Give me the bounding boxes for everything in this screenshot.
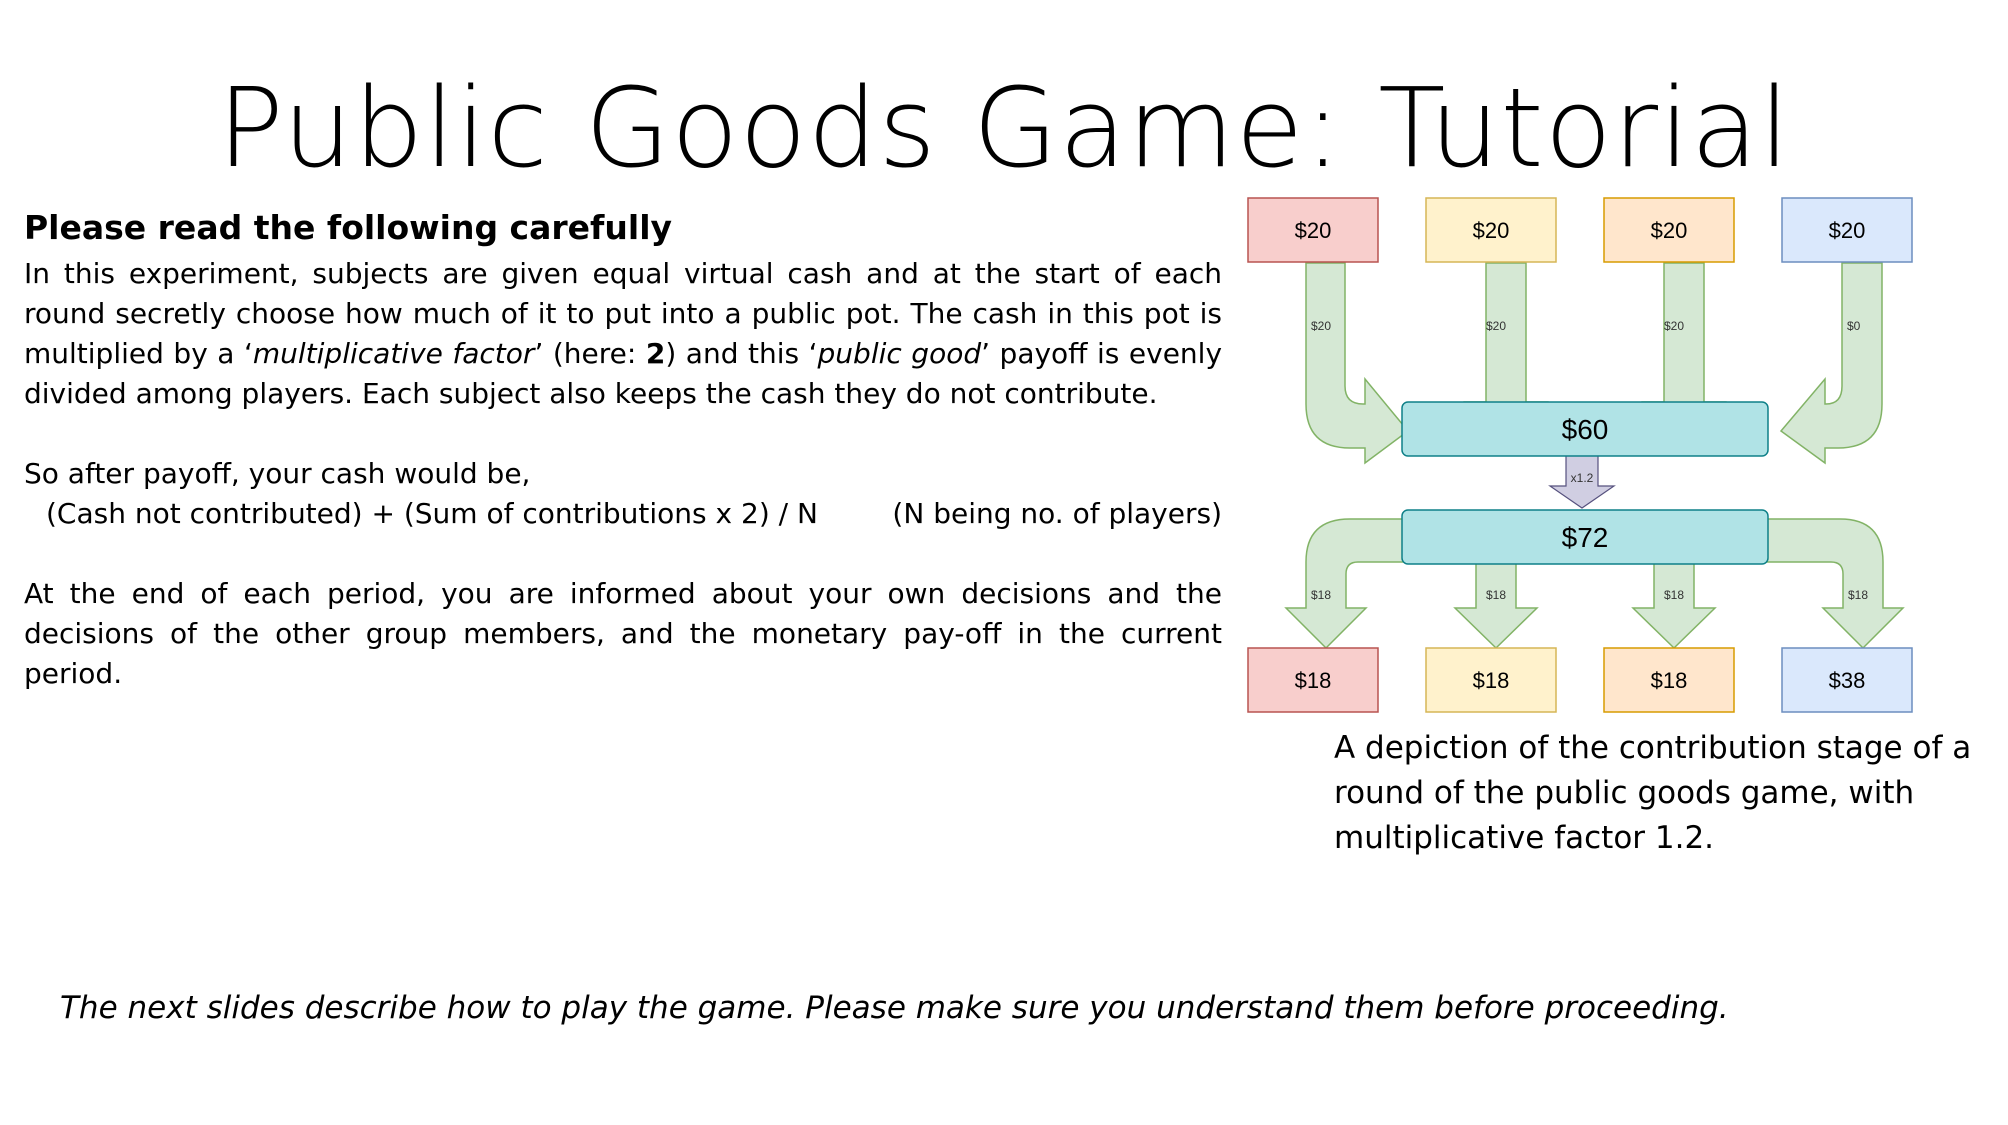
period-info-paragraph: At the end of each period, you are infor… [24,577,1222,690]
contribution-diagram: x1.2 $60 $72 $20 $20 $20 $0 $18 $18 $18 … [1247,197,1913,713]
explanation-paragraph: In this experiment, subjects are given e… [24,254,1222,414]
player-1-start-box [1247,197,1379,263]
term-multiplicative-factor: multiplicative factor [252,337,535,370]
instructions-heading: Please read the following carefully [24,208,673,247]
pot-total-box [1401,401,1769,457]
explanation-part-2: ’ (here: [534,337,646,370]
player-4-start-box [1781,197,1913,263]
player-2-end-box [1425,647,1557,713]
player-2-start-box [1425,197,1557,263]
player-2-end-value: $18 [1473,668,1510,693]
player-3-start-value: $20 [1651,218,1688,243]
pot-multiplied-box [1401,509,1769,565]
share-arrow-1 [1284,518,1411,650]
player-1-start-value: $20 [1295,218,1332,243]
player-3-end-box [1603,647,1735,713]
player-4-end-box [1781,647,1913,713]
pot-multiplied-value: $72 [1562,522,1609,553]
contribution-label-3: $20 [1664,319,1684,333]
player-1-end-value: $18 [1295,668,1332,693]
slide-title: Public Goods Game: Tutorial [217,64,1791,192]
contribution-arrow-4 [1779,262,1883,465]
footer-note: The next slides describe how to play the… [60,990,1729,1026]
term-public-good: public good [817,337,982,370]
share-label-1: $18 [1311,588,1331,602]
pot-total-value: $60 [1562,414,1609,445]
payoff-intro: So after payoff, your cash would be, [24,457,531,490]
player-3-end-value: $18 [1651,668,1688,693]
contribution-label-1: $20 [1311,319,1331,333]
player-4-start-value: $20 [1829,218,1866,243]
share-label-3: $18 [1664,588,1684,602]
player-2-start-value: $20 [1473,218,1510,243]
explanation-part-1: In this experiment, subjects are given e… [24,257,1222,370]
contribution-label-4: $0 [1847,319,1861,333]
share-label-2: $18 [1486,588,1506,602]
instructions-text: Please read the following carefully In t… [24,202,1222,694]
share-arrow-2 [1453,561,1539,650]
share-label-4: $18 [1848,588,1868,602]
payoff-formula: (Cash not contributed) + (Sum of contrib… [46,497,818,530]
contribution-label-2: $20 [1486,319,1506,333]
explanation-part-4: ’ payoff is evenly divided among players… [24,337,1223,410]
player-4-end-value: $38 [1829,668,1866,693]
explanation-part-3: ) and this ‘ [665,337,818,370]
formula-note: (N being no. of players) [892,497,1222,530]
player-3-start-box [1603,197,1735,263]
player-1-end-box [1247,647,1379,713]
diagram-caption: A depiction of the contribution stage of… [1334,730,1972,856]
factor-value: 2 [645,337,666,370]
multiplier-arrow [1548,452,1616,509]
share-arrow-3 [1631,561,1717,650]
multiplier-label: x1.2 [1571,471,1594,485]
share-arrow-4 [1766,518,1905,650]
payoff-formula-line: (Cash not contributed) + (Sum of contrib… [24,494,1222,534]
contribution-arrow-1 [1305,262,1410,465]
